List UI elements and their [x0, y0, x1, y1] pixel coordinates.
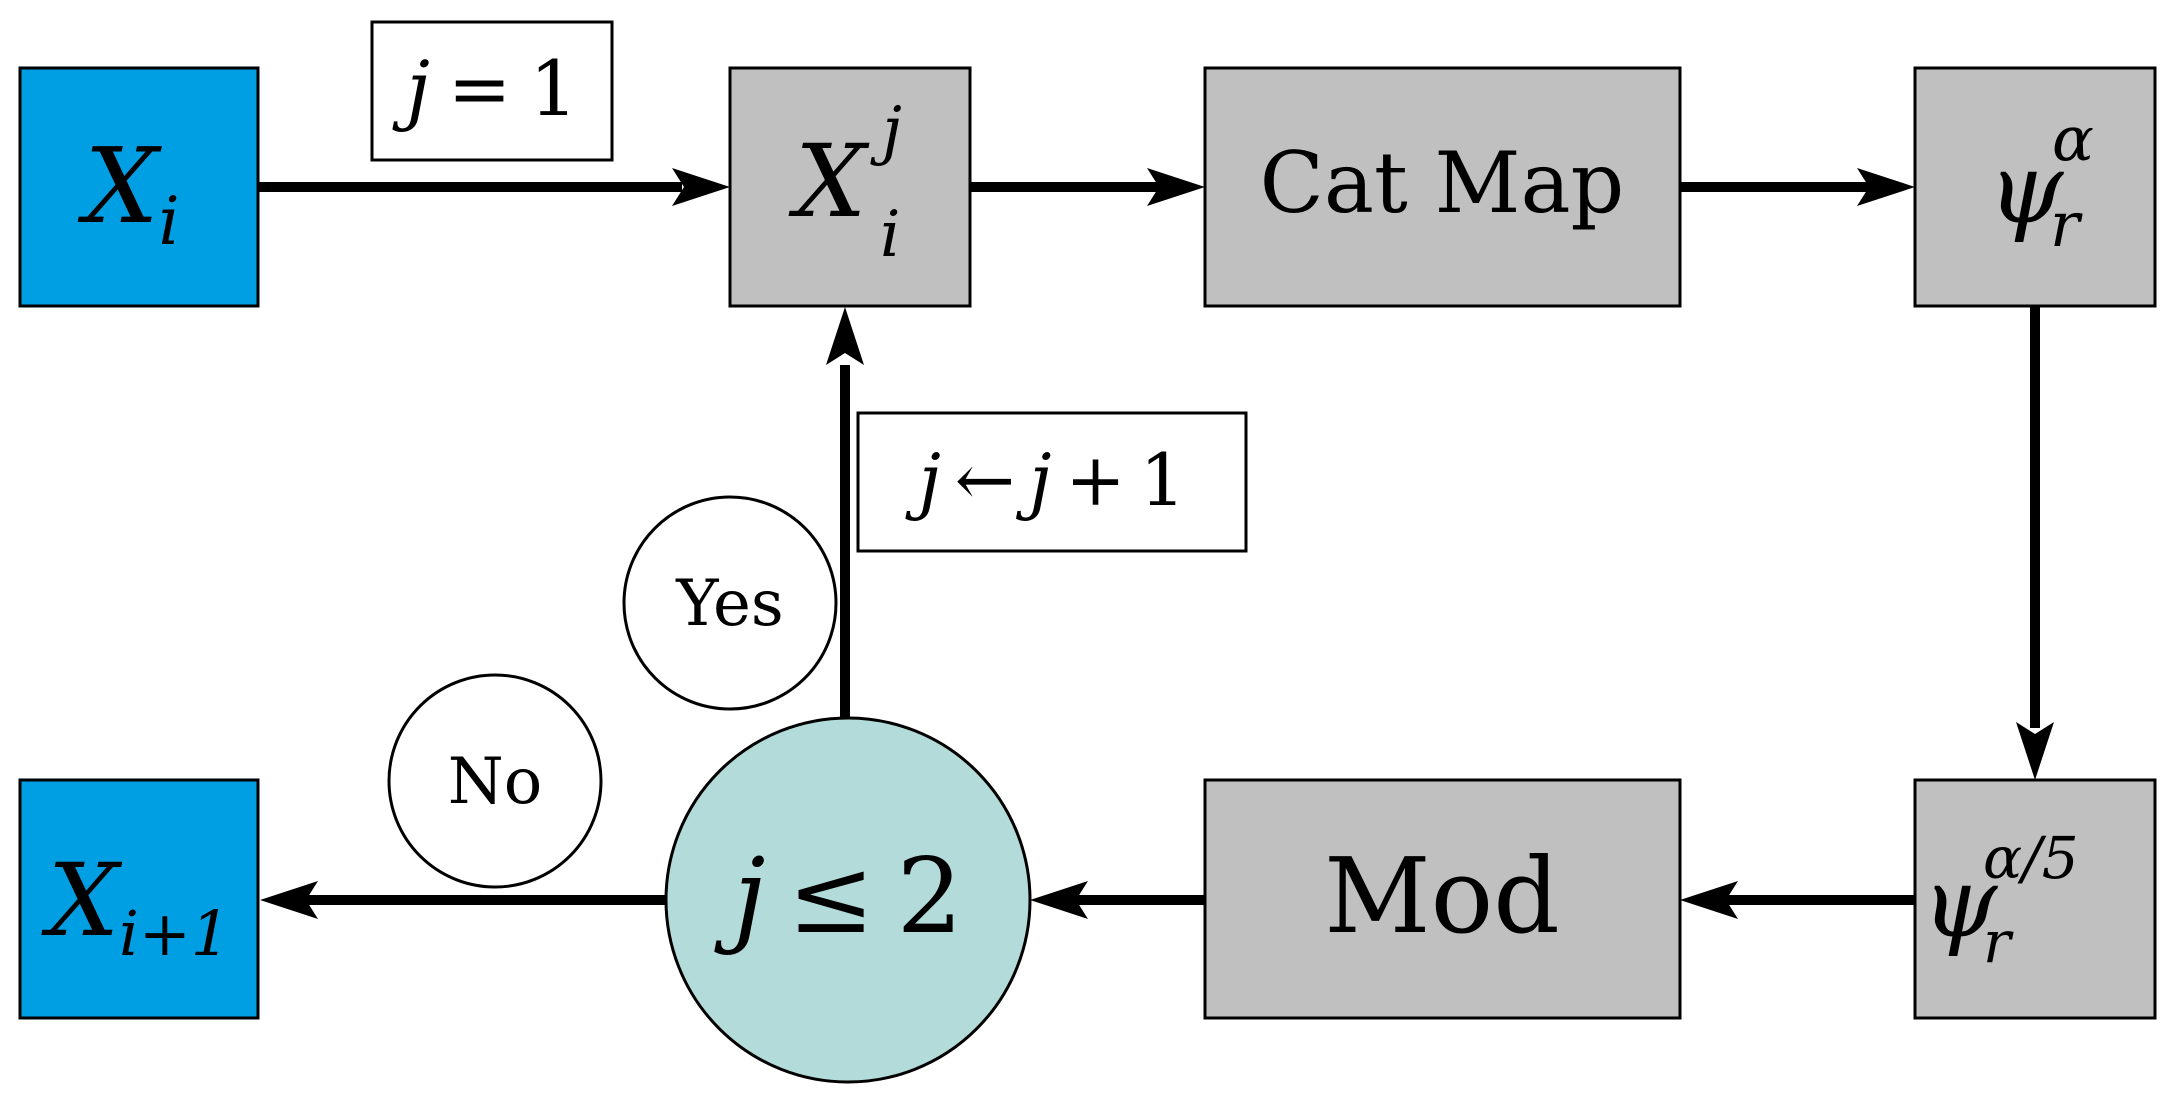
increment-label-box: [856, 411, 1248, 553]
mod-node: Mod: [1203, 778, 1682, 1020]
psi-root-node-label: ψ: [1922, 847, 1999, 959]
output-node-label: Xi+1: [41, 842, 230, 970]
psi-root-node: ψ α/5 r: [1913, 778, 2157, 1020]
decision-node-label: j≤2: [714, 835, 963, 957]
arrowhead-icon: [1857, 168, 1915, 206]
current-node-label: X: [788, 123, 870, 240]
no-label: No: [387, 673, 603, 889]
psi-node: ψ α r: [1913, 66, 2157, 308]
no-label-text: No: [448, 745, 543, 819]
arrowhead-icon: [2016, 722, 2054, 780]
mod-node-label: Mod: [1324, 835, 1560, 957]
psi-root-node-sub: r: [1983, 908, 2014, 976]
cat-map-node-box: [1203, 66, 1682, 308]
mod-node-box: [1203, 778, 1682, 1020]
decision-node: j≤2: [664, 716, 1032, 1084]
psi-root-node-box: [1913, 778, 2157, 1020]
current-node-sub: i: [880, 198, 900, 272]
arrowhead-icon: [1680, 881, 1738, 919]
arrowhead-icon: [826, 307, 864, 365]
init-label: j=1: [370, 20, 614, 162]
input-node-label: Xi: [77, 125, 179, 260]
yes-label-circle: [622, 495, 838, 711]
arrowhead-icon: [672, 168, 730, 206]
increment-label: j←j+1: [856, 411, 1248, 553]
arrowhead-icon: [1147, 168, 1205, 206]
psi-node-box: [1913, 66, 2157, 308]
init-label-box: [370, 20, 614, 162]
cat-map-node: Cat Map: [1203, 66, 1682, 308]
output-node-box: [18, 778, 260, 1020]
arrowhead-icon: [1030, 881, 1088, 919]
output-node: Xi+1: [18, 778, 260, 1020]
increment-label-text: j←j+1: [904, 438, 1185, 522]
yes-label: Yes: [622, 495, 838, 711]
cat-map-node-label: Cat Map: [1260, 134, 1625, 232]
current-node: X j i: [728, 66, 972, 308]
psi-node-sub: r: [2050, 188, 2083, 261]
init-label-text: j=1: [392, 44, 578, 133]
psi-node-label: ψ: [1988, 133, 2065, 245]
yes-label-text: Yes: [675, 567, 783, 641]
psi-node-sup: α: [2052, 102, 2094, 175]
current-node-box: [728, 66, 972, 308]
decision-node-circle: [664, 716, 1032, 1084]
no-label-circle: [387, 673, 603, 889]
psi-root-node-sup: α/5: [1983, 824, 2079, 892]
input-node-box: [18, 66, 260, 308]
arrowhead-icon: [260, 881, 318, 919]
input-node: Xi: [18, 66, 260, 308]
